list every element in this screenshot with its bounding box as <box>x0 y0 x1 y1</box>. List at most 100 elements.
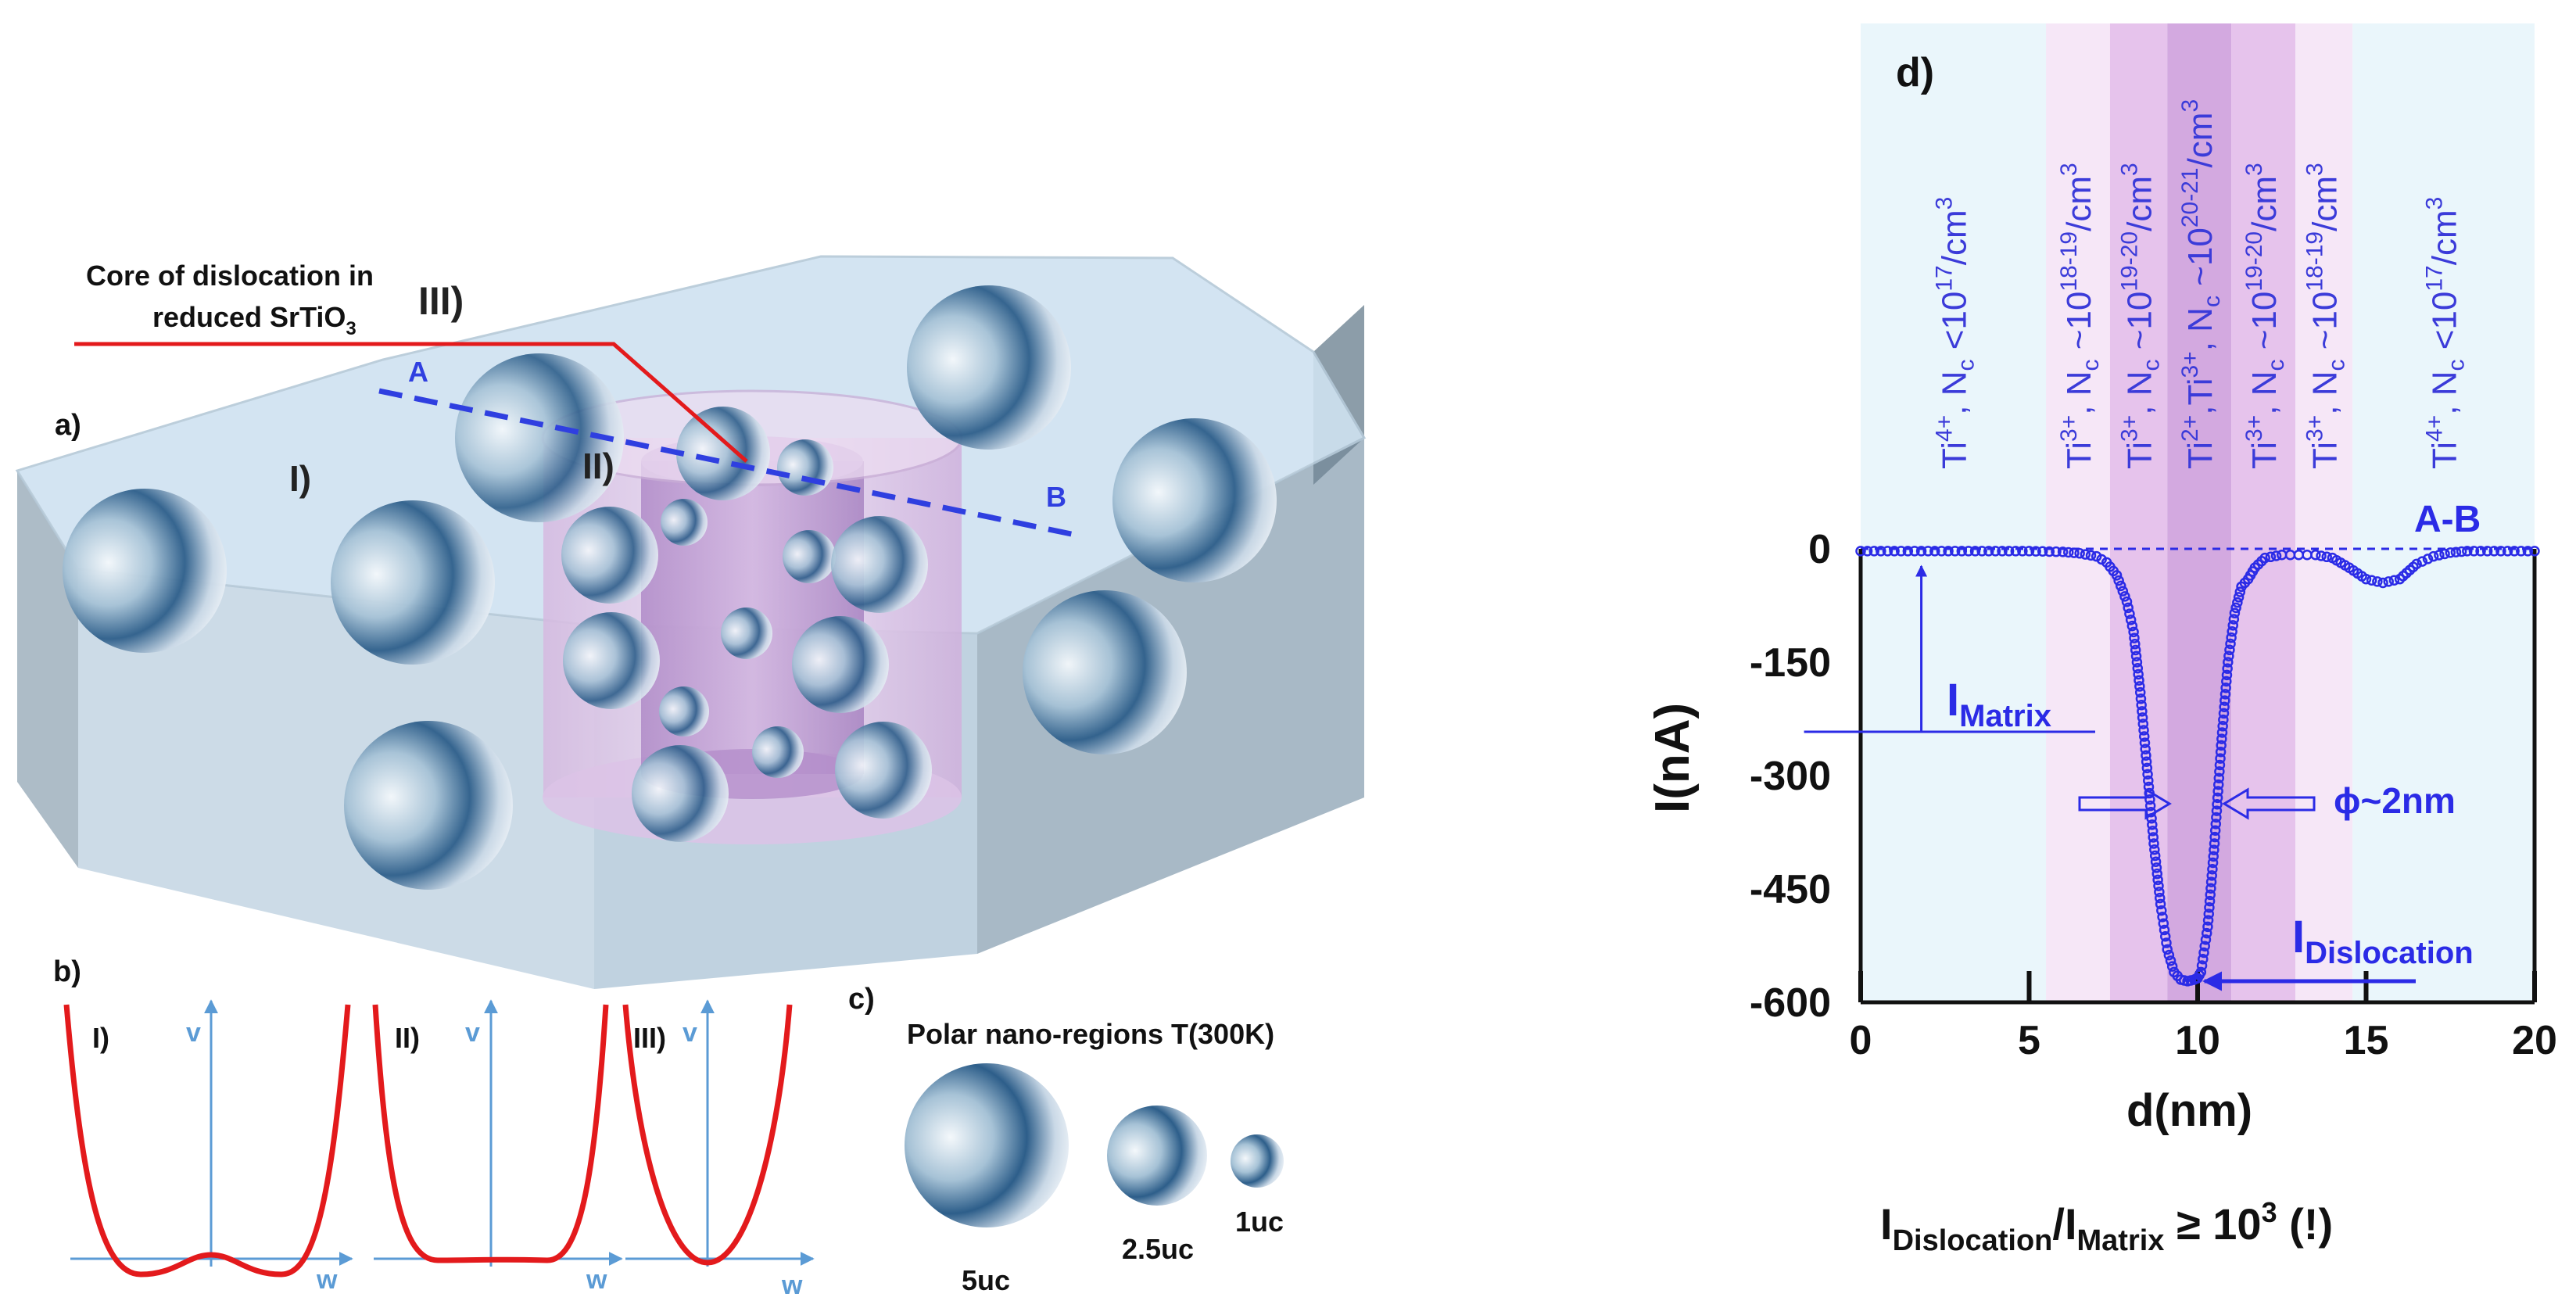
data-point <box>2198 954 2209 965</box>
data-point <box>2030 546 2041 557</box>
data-point <box>1882 546 1893 557</box>
data-point <box>2207 857 2219 869</box>
svg-text:v: v <box>465 1018 480 1048</box>
data-point <box>2270 550 2282 561</box>
data-point <box>2063 546 2074 558</box>
data-point <box>2210 819 2222 830</box>
potential-curve-II <box>372 1004 609 1263</box>
data-point <box>2234 586 2246 597</box>
panel-b-label: b) <box>53 955 81 988</box>
svg-text:III): III) <box>633 1022 666 1054</box>
potential-graph-I: I) v w <box>63 999 353 1295</box>
bubble <box>792 616 889 713</box>
bubble <box>831 516 928 613</box>
region-I-label: I) <box>289 458 311 499</box>
data-point <box>2225 638 2236 650</box>
x-tick-label-1: 5 <box>2018 1018 2040 1063</box>
svg-text:II): II) <box>395 1022 420 1054</box>
data-point <box>2411 558 2422 570</box>
data-point <box>2209 825 2221 836</box>
band-label-6: Ti4+, Nc <1017/cm3 <box>2422 197 2470 469</box>
data-point <box>1990 546 2001 557</box>
potential-curve-I <box>63 1004 351 1278</box>
band-label-3: Ti2+,Ti3+, Nc ~1020-21/cm3 <box>2177 99 2225 469</box>
data-point <box>1922 546 1933 557</box>
bubble-5uc <box>905 1063 1069 1227</box>
bubble <box>563 612 660 709</box>
data-point <box>2196 960 2208 971</box>
data-point <box>2003 546 2015 557</box>
core-label-line2: reduced SrTiO3 <box>152 301 356 339</box>
data-point <box>2207 863 2218 875</box>
data-point <box>2209 844 2220 855</box>
bubble <box>659 686 709 736</box>
bubble-2-5uc <box>1107 1106 1207 1206</box>
data-point <box>2516 546 2527 557</box>
data-point <box>2147 819 2158 830</box>
phi-arrow-left <box>2078 787 2172 820</box>
data-point <box>2139 737 2151 748</box>
size-label-1uc: 1uc <box>1235 1206 1284 1238</box>
data-point <box>2220 695 2230 706</box>
data-point <box>2223 650 2234 661</box>
bubble <box>676 407 770 500</box>
data-point <box>2204 902 2215 913</box>
data-point <box>2211 812 2222 823</box>
data-point <box>2131 657 2143 668</box>
data-point <box>1929 546 1940 557</box>
data-point <box>2209 831 2220 843</box>
x-tick-label-4: 20 <box>2512 1018 2557 1063</box>
data-point <box>2113 575 2124 586</box>
data-point <box>2462 546 2473 557</box>
y-tick-label-3: -450 <box>1750 867 1831 912</box>
data-point <box>2139 731 2150 742</box>
x-axis-title: d(nm) <box>2126 1085 2252 1136</box>
data-point <box>2166 961 2178 972</box>
panel-d: Ti4+, Nc <1017/cm3 Ti3+, Nc ~1018-19/cm3 T… <box>1646 23 2557 1257</box>
data-point <box>2233 592 2245 603</box>
band-label-4: Ti3+, Nc ~1019-20/cm3 <box>2241 163 2289 469</box>
data-point <box>2220 689 2231 700</box>
band-label-0: Ti4+, Nc <1017/cm3 <box>1932 197 1979 469</box>
band-label-5: Ti3+, Nc ~1018-19/cm3 <box>2302 163 2350 469</box>
svg-text:w: w <box>316 1265 338 1295</box>
data-point <box>1956 546 1968 557</box>
data-point <box>2140 744 2151 754</box>
band-5 <box>2295 23 2353 1002</box>
region-III-label: III) <box>418 279 464 323</box>
ratio-label: IDislocation/IMatrix ≥ 103 (!) <box>1880 1196 2333 1257</box>
data-point <box>2212 779 2224 790</box>
data-point <box>2137 719 2149 729</box>
potential-graph-II: II) v w <box>372 999 623 1295</box>
data-point <box>2134 675 2144 686</box>
size-label-5uc: 5uc <box>962 1264 1010 1296</box>
data-point <box>2153 880 2164 891</box>
x-tick-label-2: 10 <box>2175 1018 2220 1063</box>
data-point <box>2143 775 2154 787</box>
data-point <box>2165 955 2177 966</box>
data-point <box>2232 597 2243 608</box>
data-point <box>2388 575 2400 586</box>
data-point <box>2051 546 2062 557</box>
band-1 <box>2046 23 2110 1002</box>
data-point <box>2125 615 2137 625</box>
data-point <box>2316 550 2327 561</box>
bubble <box>561 507 658 604</box>
bubble <box>907 285 1071 450</box>
cut-line-a-b <box>378 388 1080 539</box>
y-tick-label-4: -600 <box>1750 980 1831 1026</box>
bubble <box>63 489 227 653</box>
data-point <box>2204 895 2216 907</box>
data-point <box>2136 700 2147 711</box>
data-point <box>2057 546 2069 557</box>
data-point <box>2148 838 2159 849</box>
data-point <box>2152 874 2163 886</box>
data-point <box>2209 838 2220 849</box>
data-point <box>2439 548 2450 560</box>
data-point <box>2163 949 2175 961</box>
data-point <box>2144 794 2155 805</box>
data-point <box>1949 546 1961 557</box>
chart-annotations <box>1804 564 2416 991</box>
data-point <box>1868 546 1879 557</box>
data-point <box>2129 632 2140 643</box>
